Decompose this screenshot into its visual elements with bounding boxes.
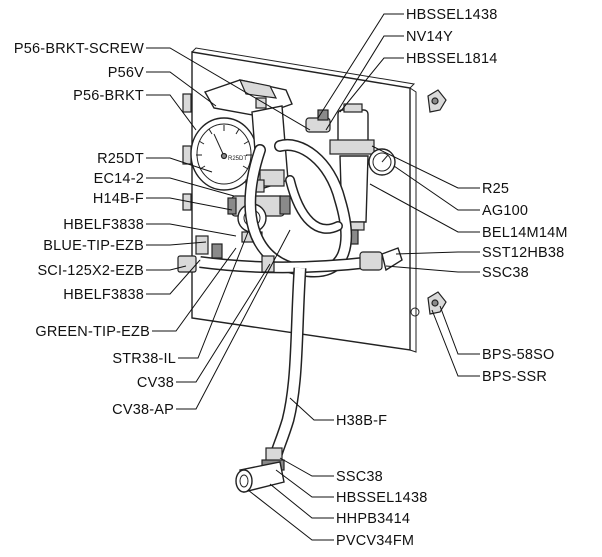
left-rail-brackets xyxy=(182,93,192,211)
labels-bottom: SSC38 HBSSEL1438 HHPB3414 PVCV34FM xyxy=(336,469,427,549)
gauge-face-text: R25DT xyxy=(228,156,247,162)
label-str38-il: STR38-IL xyxy=(112,351,176,367)
outlet-assembly xyxy=(235,447,285,493)
mount-hole xyxy=(410,307,420,317)
label-hhpb3414: HHPB3414 xyxy=(336,511,410,527)
label-r25dt: R25DT xyxy=(97,151,144,167)
label-p56v: P56V xyxy=(108,65,144,81)
label-ssc38-right: SSC38 xyxy=(482,265,529,281)
r25-regulator xyxy=(329,103,375,155)
label-p56-brkt: P56-BRKT xyxy=(73,88,144,104)
label-green-tip-ezb: GREEN-TIP-EZB xyxy=(35,324,150,340)
r25dt-gauge: R25DT xyxy=(190,117,258,191)
label-hbelf3838-lower: HBELF3838 xyxy=(63,287,144,303)
labels-right: R25 AG100 BEL14M14M SST12HB38 SSC38 BPS-… xyxy=(336,181,568,429)
label-hbssel1438-bottom: HBSSEL1438 xyxy=(336,490,427,506)
label-nv14y: NV14Y xyxy=(406,29,453,45)
label-blue-tip-ezb: BLUE-TIP-EZB xyxy=(43,238,144,254)
ag100-gauge xyxy=(368,148,396,176)
labels-top-right: HBSSEL1438 NV14Y HBSSEL1814 xyxy=(406,7,497,67)
label-ec14-2: EC14-2 xyxy=(94,171,144,187)
label-sci-125x2-ezb: SCI-125X2-EZB xyxy=(37,263,144,279)
label-p56-brkt-screw: P56-BRKT-SCREW xyxy=(14,41,144,57)
labels-left: P56-BRKT-SCREW P56V P56-BRKT R25DT EC14-… xyxy=(14,41,176,418)
label-sst12hb38: SST12HB38 xyxy=(482,245,564,261)
leader-lines xyxy=(146,13,480,541)
wall-bracket-bottom xyxy=(427,291,447,315)
label-hbssel1814: HBSSEL1814 xyxy=(406,51,497,67)
label-bel14m14m: BEL14M14M xyxy=(482,225,568,241)
label-bps-ssr: BPS-SSR xyxy=(482,369,547,385)
label-hbelf3838-upper: HBELF3838 xyxy=(63,217,144,233)
label-h14b-f: H14B-F xyxy=(93,191,144,207)
label-cv38-ap: CV38-AP xyxy=(112,402,174,418)
label-h38b-f: H38B-F xyxy=(336,413,387,429)
label-pvcv34fm: PVCV34FM xyxy=(336,533,414,549)
label-r25: R25 xyxy=(482,181,509,197)
label-ag100: AG100 xyxy=(482,203,528,219)
label-ssc38-bottom: SSC38 xyxy=(336,469,383,485)
label-bps-58so: BPS-58SO xyxy=(482,347,555,363)
wall-bracket-top xyxy=(427,89,447,113)
label-cv38: CV38 xyxy=(137,375,174,391)
label-hbssel1438-top: HBSSEL1438 xyxy=(406,7,497,23)
